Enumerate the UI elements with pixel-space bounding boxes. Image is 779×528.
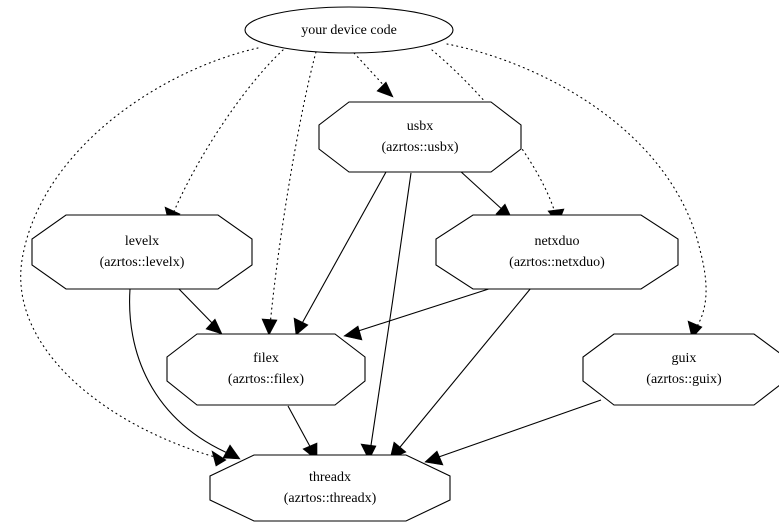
node-your-device-code[interactable]: your device code xyxy=(244,6,454,54)
node-shape-octagon xyxy=(318,101,522,173)
node-levelx[interactable]: levelx (azrtos::levelx) xyxy=(31,214,253,290)
node-guix[interactable]: guix (azrtos::guix) xyxy=(582,333,779,406)
edge-usbx-to-netxduo xyxy=(458,169,513,220)
node-shape-octagon xyxy=(166,333,366,406)
edge-levelx-to-threadx xyxy=(129,288,241,460)
edges-layer xyxy=(20,43,707,467)
nodes-layer: your device code usbx (azrtos::usbx) lev… xyxy=(31,6,779,522)
edge-guix-to-threadx xyxy=(424,399,602,466)
node-shape-octagon xyxy=(209,454,451,522)
edge-netxduo-to-filex xyxy=(343,285,499,341)
node-shape-octagon xyxy=(435,214,679,290)
edge-device-to-threadx xyxy=(20,47,259,467)
node-filex[interactable]: filex (azrtos::filex) xyxy=(166,333,366,406)
node-shape-octagon xyxy=(582,333,779,406)
edge-device-to-filex xyxy=(261,51,317,336)
node-threadx[interactable]: threadx (azrtos::threadx) xyxy=(209,454,451,522)
edge-filex-to-threadx xyxy=(287,405,318,461)
edge-device-to-guix xyxy=(446,43,707,339)
node-shape-ellipse xyxy=(244,6,454,54)
node-shape-octagon xyxy=(31,214,253,290)
edge-usbx-to-threadx xyxy=(360,172,412,461)
edge-device-to-usbx xyxy=(353,52,394,98)
edge-device-to-levelx xyxy=(164,49,284,225)
node-netxduo[interactable]: netxduo (azrtos::netxduo) xyxy=(435,214,679,290)
edge-usbx-to-filex xyxy=(293,171,387,336)
edge-levelx-to-filex xyxy=(177,287,223,335)
node-usbx[interactable]: usbx (azrtos::usbx) xyxy=(318,101,522,173)
